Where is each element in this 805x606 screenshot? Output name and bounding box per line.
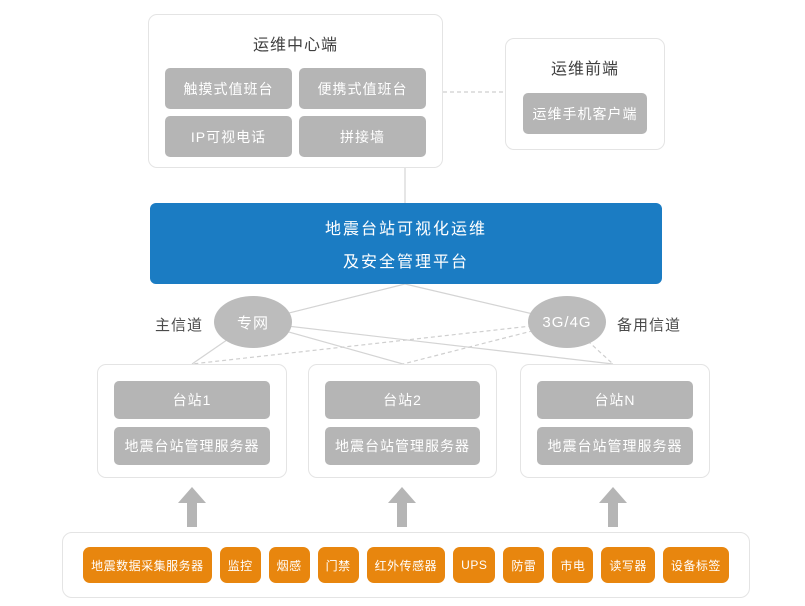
ops-front-panel: 运维前端 运维手机客户端 (505, 38, 665, 150)
ops-center-title: 运维中心端 (252, 37, 338, 54)
up-arrow-icon (599, 487, 627, 527)
device-smoke-sensor: 烟感 (268, 547, 310, 583)
device-access-control: 门禁 (317, 547, 359, 583)
private-network-node: 专网 (214, 296, 292, 348)
up-arrow-icon (178, 487, 206, 527)
station-n-name: 台站N (537, 381, 693, 419)
device-monitoring: 监控 (219, 547, 261, 583)
station-2-server: 地震台站管理服务器 (325, 427, 480, 465)
station-1-panel: 台站1 地震台站管理服务器 (97, 364, 287, 478)
devices-panel: 地震数据采集服务器 监控 烟感 门禁 红外传感器 UPS 防雷 市电 读写器 设… (62, 532, 750, 598)
ops-center-grid: 触摸式值班台 便携式值班台 IP可视电话 拼接墙 (165, 68, 426, 157)
station-1-name: 台站1 (114, 381, 270, 419)
up-arrow-icon (388, 487, 416, 527)
backup-channel-label: 备用信道 (617, 317, 682, 334)
ops-center-panel: 运维中心端 触摸式值班台 便携式值班台 IP可视电话 拼接墙 (148, 14, 443, 168)
station-2-panel: 台站2 地震台站管理服务器 (308, 364, 497, 478)
node-video-wall: 拼接墙 (299, 116, 426, 157)
device-mains-power: 市电 (552, 547, 594, 583)
3g4g-node: 3G/4G (528, 296, 606, 348)
platform-title-line2: 及安全管理平台 (342, 254, 469, 271)
station-1-server: 地震台站管理服务器 (114, 427, 270, 465)
node-touch-duty-console: 触摸式值班台 (165, 68, 292, 109)
device-infrared-sensor: 红外传感器 (366, 547, 446, 583)
station-n-server: 地震台站管理服务器 (537, 427, 693, 465)
device-lightning-protection: 防雷 (503, 547, 545, 583)
device-ups: UPS (453, 547, 496, 583)
node-portable-duty-console: 便携式值班台 (299, 68, 426, 109)
node-ops-mobile-client: 运维手机客户端 (523, 93, 647, 134)
platform-title-line1: 地震台站可视化运维 (324, 221, 487, 238)
station-2-name: 台站2 (325, 381, 480, 419)
device-rfid-reader: 读写器 (601, 547, 655, 583)
platform-banner: 地震台站可视化运维 及安全管理平台 (150, 203, 662, 284)
node-ip-video-phone: IP可视电话 (165, 116, 292, 157)
ops-front-title: 运维前端 (550, 61, 619, 78)
primary-channel-label: 主信道 (155, 317, 204, 334)
station-n-panel: 台站N 地震台站管理服务器 (520, 364, 710, 478)
device-seismic-data-server: 地震数据采集服务器 (83, 547, 212, 583)
device-equipment-tag: 设备标签 (662, 547, 729, 583)
